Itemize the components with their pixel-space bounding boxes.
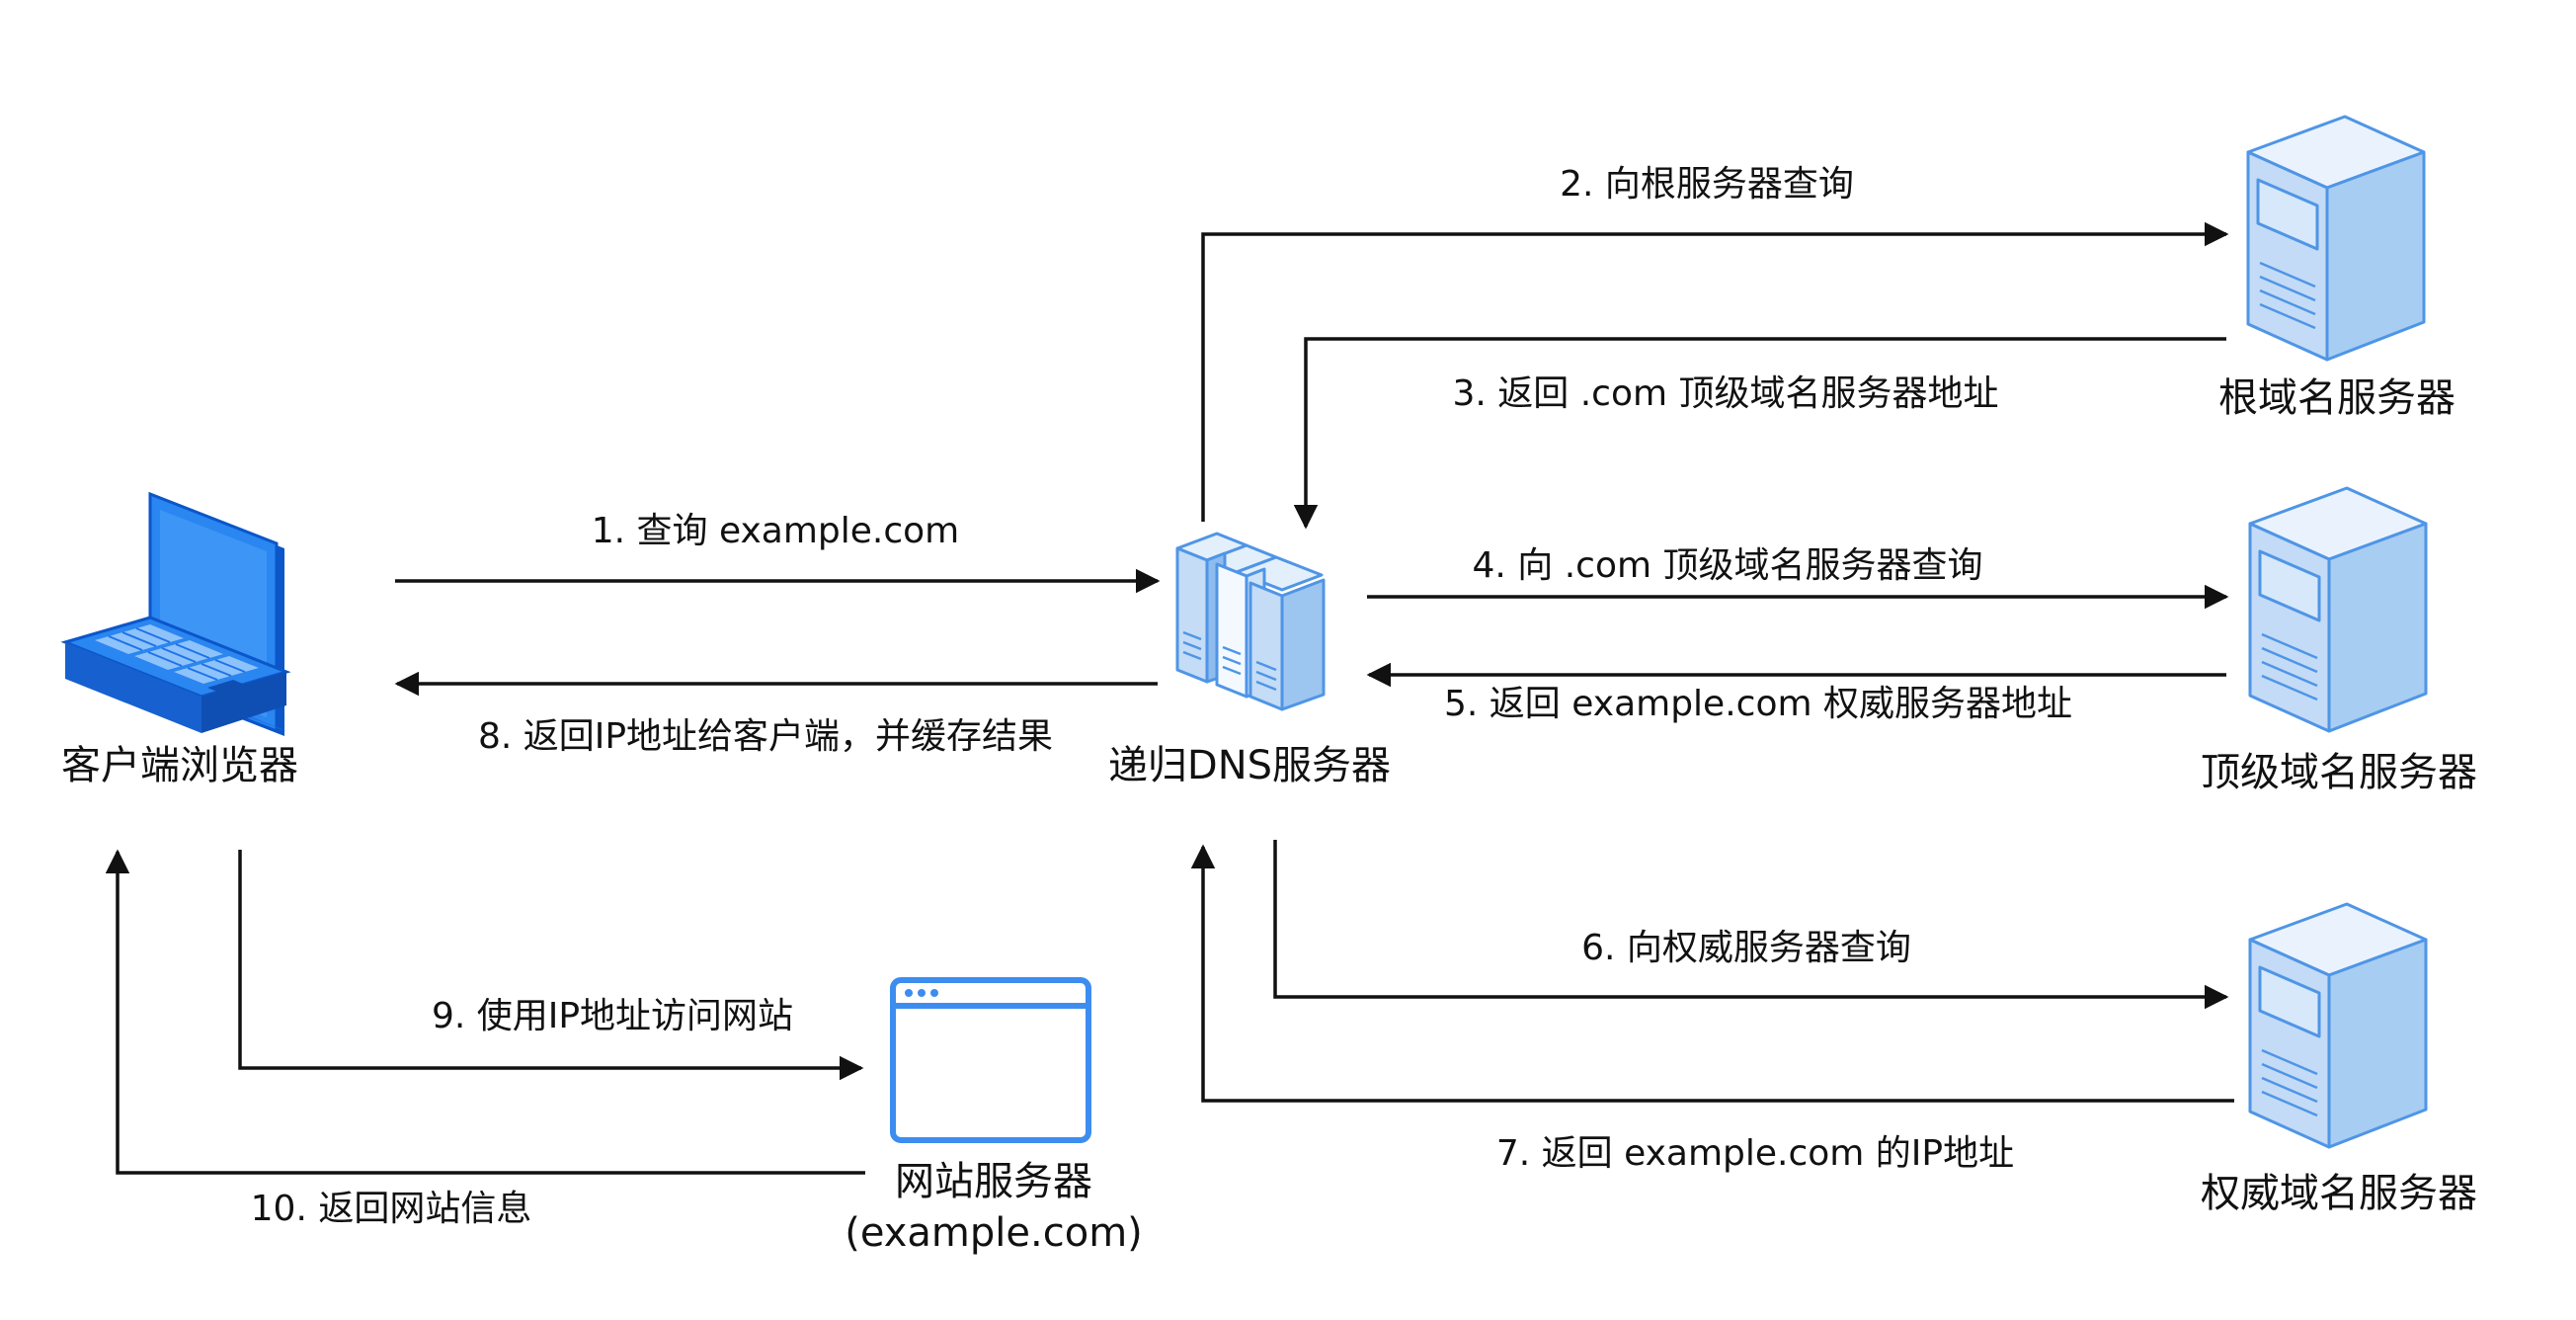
step-label-1: 1. 查询 example.com [592,511,960,551]
step-label-3: 3. 返回 .com 顶级域名服务器地址 [1452,373,1998,414]
website-label-line2: (example.com) [845,1210,1143,1256]
resolver-label: 递归DNS服务器 [1108,743,1391,788]
browser-window-icon [890,977,1091,1143]
tld-server-icon [2248,486,2428,733]
step-labels: 1. 查询 example.com 2. 向根服务器查询 3. 返回 .com … [251,164,2072,1229]
step-label-7: 7. 返回 example.com 的IP地址 [1496,1133,2014,1174]
tower-servers [2246,115,2428,1149]
arrow-step-9 [238,850,864,1081]
root-server-label: 根域名服务器 [2218,375,2455,421]
step-label-4: 4. 向 .com 顶级域名服务器查询 [1472,545,1982,586]
arrow-step-2 [1201,221,2229,522]
step-label-10: 10. 返回网站信息 [251,1189,532,1229]
step-label-2: 2. 向根服务器查询 [1560,164,1854,205]
arrow-step-10 [105,849,865,1175]
tld-server-label: 顶级域名服务器 [2201,750,2477,795]
arrow-step-6 [1273,840,2229,1010]
authoritative-server-icon [2248,902,2428,1149]
website-label-line1: 网站服务器 [895,1159,1092,1204]
laptop-icon [60,491,291,736]
client-label: 客户端浏览器 [61,743,298,788]
server-rack-icon [1175,532,1326,711]
arrow-step-7 [1190,844,2234,1103]
arrows [105,221,2234,1175]
arrow-step-3 [1293,337,2226,530]
step-label-5: 5. 返回 example.com 权威服务器地址 [1444,684,2072,724]
step-label-6: 6. 向权威服务器查询 [1581,928,1911,968]
step-label-8: 8. 返回IP地址给客户端，并缓存结果 [478,716,1053,757]
authoritative-server-label: 权威域名服务器 [2201,1171,2477,1216]
step-label-9: 9. 使用IP地址访问网站 [432,996,793,1036]
root-server-icon [2246,115,2426,362]
